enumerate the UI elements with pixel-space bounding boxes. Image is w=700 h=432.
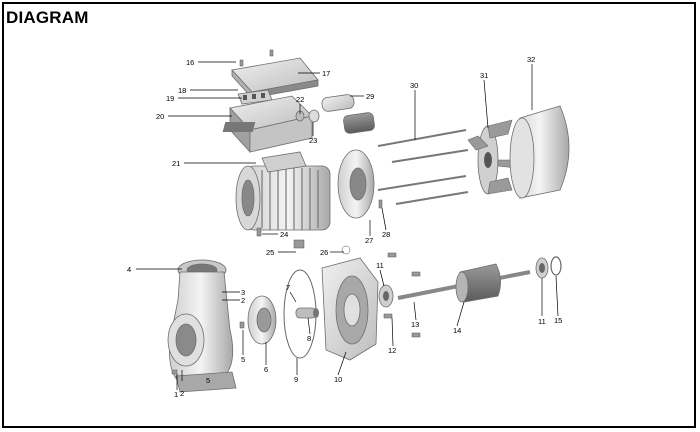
leader-lines (136, 61, 559, 390)
callout-11-rear: 11 (538, 317, 546, 326)
fasteners (171, 49, 421, 375)
callout-11-front: 11 (376, 261, 384, 270)
cooling-fan (467, 119, 521, 195)
callout-13: 13 (411, 320, 419, 329)
callout-4: 4 (127, 265, 131, 274)
callout-12: 12 (388, 346, 396, 355)
callout-28: 28 (382, 230, 390, 239)
callout-16: 16 (186, 58, 194, 67)
rotor-shaft (397, 263, 531, 303)
callout-9: 9 (294, 375, 298, 384)
callout-14: 14 (453, 326, 461, 335)
callout-26: 26 (320, 248, 328, 257)
fan-cover (509, 105, 570, 199)
callout-7: 7 (286, 283, 290, 292)
callout-21: 21 (172, 159, 180, 168)
circlip (550, 256, 562, 276)
motor-body (235, 151, 331, 231)
front-bearing (378, 284, 394, 308)
callout-32: 32 (527, 55, 535, 64)
callout-17: 17 (322, 69, 330, 78)
terminal-box (222, 95, 313, 154)
callout-8: 8 (307, 334, 311, 343)
callout-15: 15 (554, 316, 562, 325)
callout-1: 1 (174, 390, 178, 399)
page-title: DIAGRAM (6, 8, 89, 27)
terminal-box-lid (231, 57, 319, 100)
callout-labels: 1 2 2 3 4 5 5 6 7 8 9 10 11 11 12 13 14 … (127, 55, 562, 399)
callout-24: 24 (280, 230, 288, 239)
callout-20: 20 (156, 112, 164, 121)
pump-bracket (321, 257, 379, 361)
callout-30: 30 (410, 81, 418, 90)
callout-19: 19 (166, 94, 174, 103)
callout-25: 25 (266, 248, 274, 257)
callout-2: 2 (180, 389, 184, 398)
diagram-frame (2, 2, 696, 428)
callout-10: 10 (334, 375, 342, 384)
callout-29: 29 (366, 92, 374, 101)
pump-casing (167, 259, 237, 393)
callout-23: 23 (309, 136, 317, 145)
impeller (247, 295, 277, 345)
callout-6: 6 (264, 365, 268, 374)
callout-31: 31 (480, 71, 488, 80)
rear-bearing (535, 257, 549, 279)
callout-5-lower: 5 (206, 376, 210, 385)
callout-18: 18 (178, 86, 186, 95)
callout-5: 5 (241, 355, 245, 364)
callout-3: 3 (241, 288, 245, 297)
callout-27: 27 (365, 236, 373, 245)
callout-22: 22 (296, 95, 304, 104)
callout-2-upper: 2 (241, 296, 245, 305)
mechanical-seal (295, 307, 319, 319)
tie-rods (377, 129, 469, 205)
rear-end-shield (337, 149, 375, 219)
